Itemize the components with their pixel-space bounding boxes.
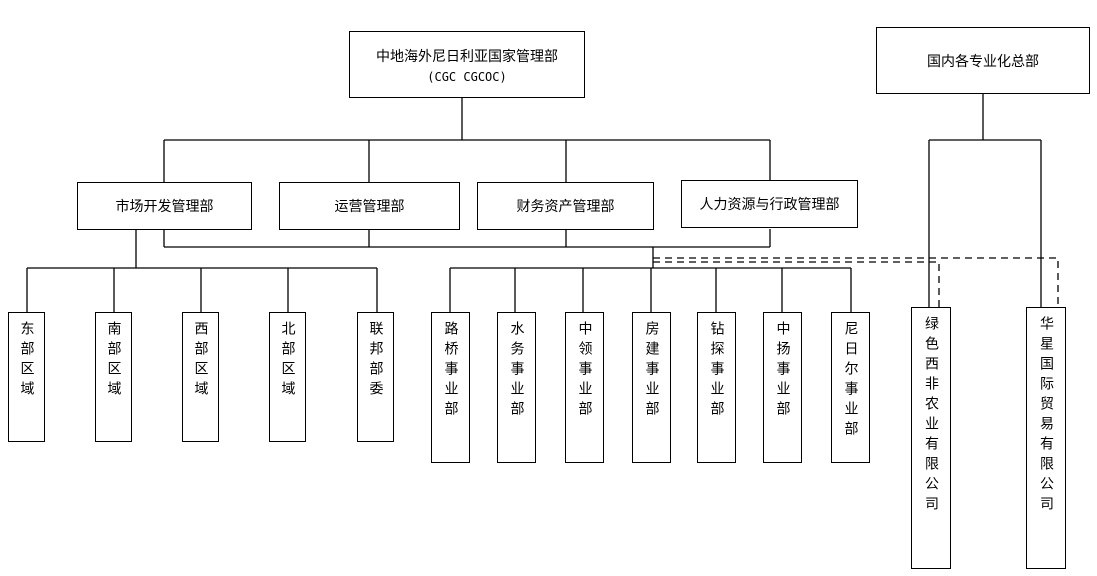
dept-finance-label: 财务资产管理部 <box>516 199 615 215</box>
company-huaxing-trade-label: 华星国际贸易有限公司 <box>1038 316 1054 516</box>
unit-zhongyang-box: 中扬事业部 <box>763 312 802 463</box>
region-federal-box: 联邦部委 <box>357 312 394 442</box>
unit-water-label: 水务事业部 <box>508 321 525 421</box>
region-east-label: 东部区域 <box>18 321 35 401</box>
top-management-title: 中地海外尼日利亚国家管理部 <box>376 48 558 65</box>
unit-water-box: 水务事业部 <box>497 312 536 463</box>
company-green-agri-box: 绿色西非农业有限公司 <box>911 307 951 569</box>
company-huaxing-trade-box: 华星国际贸易有限公司 <box>1026 307 1066 569</box>
region-south-box: 南部区域 <box>95 312 132 442</box>
dept-operations-box: 运营管理部 <box>279 182 460 230</box>
dept-operations-label: 运营管理部 <box>334 199 405 215</box>
domestic-hq-box: 国内各专业化总部 <box>876 27 1090 94</box>
unit-roadbridge-label: 路桥事业部 <box>442 321 459 421</box>
region-east-box: 东部区域 <box>8 312 45 442</box>
region-south-label: 南部区域 <box>105 321 122 401</box>
dept-market-label: 市场开发管理部 <box>115 199 214 215</box>
unit-zhongling-box: 中领事业部 <box>565 312 604 463</box>
unit-drilling-label: 钻探事业部 <box>708 321 725 421</box>
dept-market-box: 市场开发管理部 <box>77 182 252 230</box>
region-north-label: 北部区域 <box>279 321 296 401</box>
top-management-box: 中地海外尼日利亚国家管理部 (CGC CGCOC) <box>349 31 585 98</box>
dept-hr-label: 人力资源与行政管理部 <box>699 197 840 213</box>
region-west-box: 西部区域 <box>182 312 219 442</box>
company-green-agri-label: 绿色西非农业有限公司 <box>923 316 939 516</box>
unit-drilling-box: 钻探事业部 <box>697 312 736 463</box>
dept-hr-box: 人力资源与行政管理部 <box>681 180 858 228</box>
region-north-box: 北部区域 <box>269 312 306 442</box>
region-west-label: 西部区域 <box>192 321 209 401</box>
unit-construction-box: 房建事业部 <box>632 312 671 463</box>
unit-construction-label: 房建事业部 <box>643 321 660 421</box>
unit-roadbridge-box: 路桥事业部 <box>431 312 470 463</box>
unit-zhongyang-label: 中扬事业部 <box>774 321 791 421</box>
unit-zhongling-label: 中领事业部 <box>576 321 593 421</box>
top-management-subtitle: (CGC CGCOC) <box>427 69 507 84</box>
region-federal-label: 联邦部委 <box>367 321 384 401</box>
unit-niger-box: 尼日尔事业部 <box>831 312 870 463</box>
domestic-hq-label: 国内各专业化总部 <box>927 53 1039 70</box>
dept-finance-box: 财务资产管理部 <box>477 182 654 230</box>
unit-niger-label: 尼日尔事业部 <box>842 321 859 441</box>
